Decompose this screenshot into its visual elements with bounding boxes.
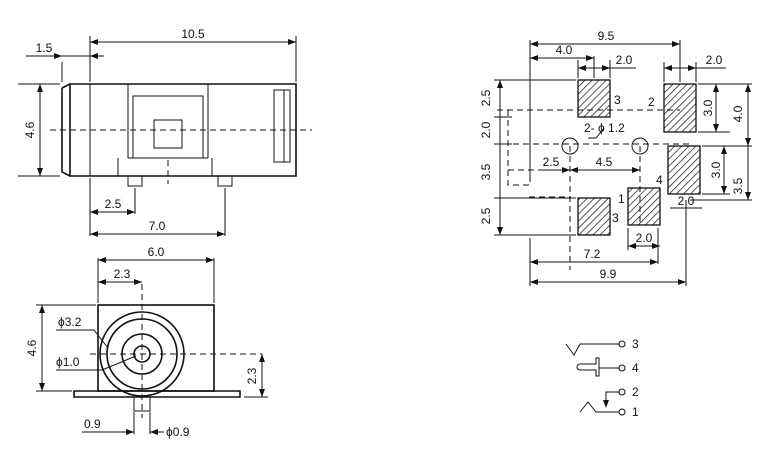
side-pin-span: 7.0	[149, 219, 166, 233]
fp-right-pad-height-b: 3.0	[709, 161, 723, 178]
fp-pin-1: 1	[618, 192, 625, 206]
schematic-symbol: 3 4 2 1	[565, 337, 639, 419]
front-inner-diameter: ϕ1.0	[56, 355, 80, 369]
pad-2	[663, 83, 697, 133]
fp-lower-height: 3.5	[479, 163, 493, 180]
fp-bottom-pad-height: 2.5	[479, 207, 493, 224]
fp-pin-3-bottom: 3	[612, 211, 619, 225]
front-outer-diameter: ϕ3.2	[58, 315, 82, 329]
schematic-pin-4: 4	[632, 361, 639, 375]
schematic-pin-1: 1	[632, 405, 639, 419]
pcb-footprint: 9.5 4.0 2.0 2.0 2.5 2.0 3.5 2.5 3.0 4.0 …	[479, 29, 752, 286]
fp-holes: 2- ϕ 1.2	[584, 121, 625, 135]
side-height: 4.6	[23, 121, 37, 138]
fp-pad-width-c: 2.0	[678, 194, 695, 208]
front-center-offset: 2.3	[114, 267, 131, 281]
side-offset-left: 1.5	[36, 41, 53, 55]
fp-pin-3-top: 3	[614, 93, 621, 107]
front-width: 6.0	[148, 245, 165, 259]
fp-span-inner: 7.2	[584, 247, 601, 261]
front-pin-diameter: ϕ0.9	[166, 425, 190, 439]
fp-top-pad-height: 2.5	[479, 89, 493, 106]
fp-hole-offset: 2.5	[543, 155, 560, 169]
front-pin-width: 0.9	[84, 417, 101, 431]
fp-pad-width-d: 2.0	[636, 231, 653, 245]
side-view: 10.5 1.5 4.6 2.5 7.0	[18, 27, 312, 237]
fp-pad-width-a: 2.0	[616, 53, 633, 67]
schematic-pin-2: 2	[632, 385, 639, 399]
side-pin-offset: 2.5	[105, 197, 122, 211]
fp-span-total: 9.9	[600, 267, 617, 281]
front-view: 6.0 2.3 4.6 ϕ3.2 ϕ1.0 2.3 0.9 ϕ0.9	[25, 245, 268, 439]
front-center-height: 2.3	[245, 367, 259, 384]
fp-left-offset: 4.0	[556, 43, 573, 57]
pad-1	[627, 187, 661, 226]
schematic-pin-3: 3	[632, 337, 639, 351]
fp-right-pad-height-a: 3.0	[701, 99, 715, 116]
fp-total-width-top: 9.5	[598, 29, 615, 43]
side-length-total: 10.5	[181, 27, 205, 41]
fp-pin-4: 4	[656, 173, 663, 187]
pad-4	[667, 145, 701, 195]
fp-right-height: 4.0	[731, 105, 745, 122]
fp-pin-2: 2	[648, 95, 655, 109]
fp-hole-spacing: 4.5	[596, 155, 613, 169]
pad-3-bottom	[577, 197, 611, 236]
fp-hole-gap: 2.0	[479, 121, 493, 138]
fp-right-lower-height: 3.5	[731, 177, 745, 194]
front-height: 4.6	[25, 339, 39, 356]
pad-3-top	[577, 79, 611, 118]
fp-pad-width-b: 2.0	[706, 53, 723, 67]
